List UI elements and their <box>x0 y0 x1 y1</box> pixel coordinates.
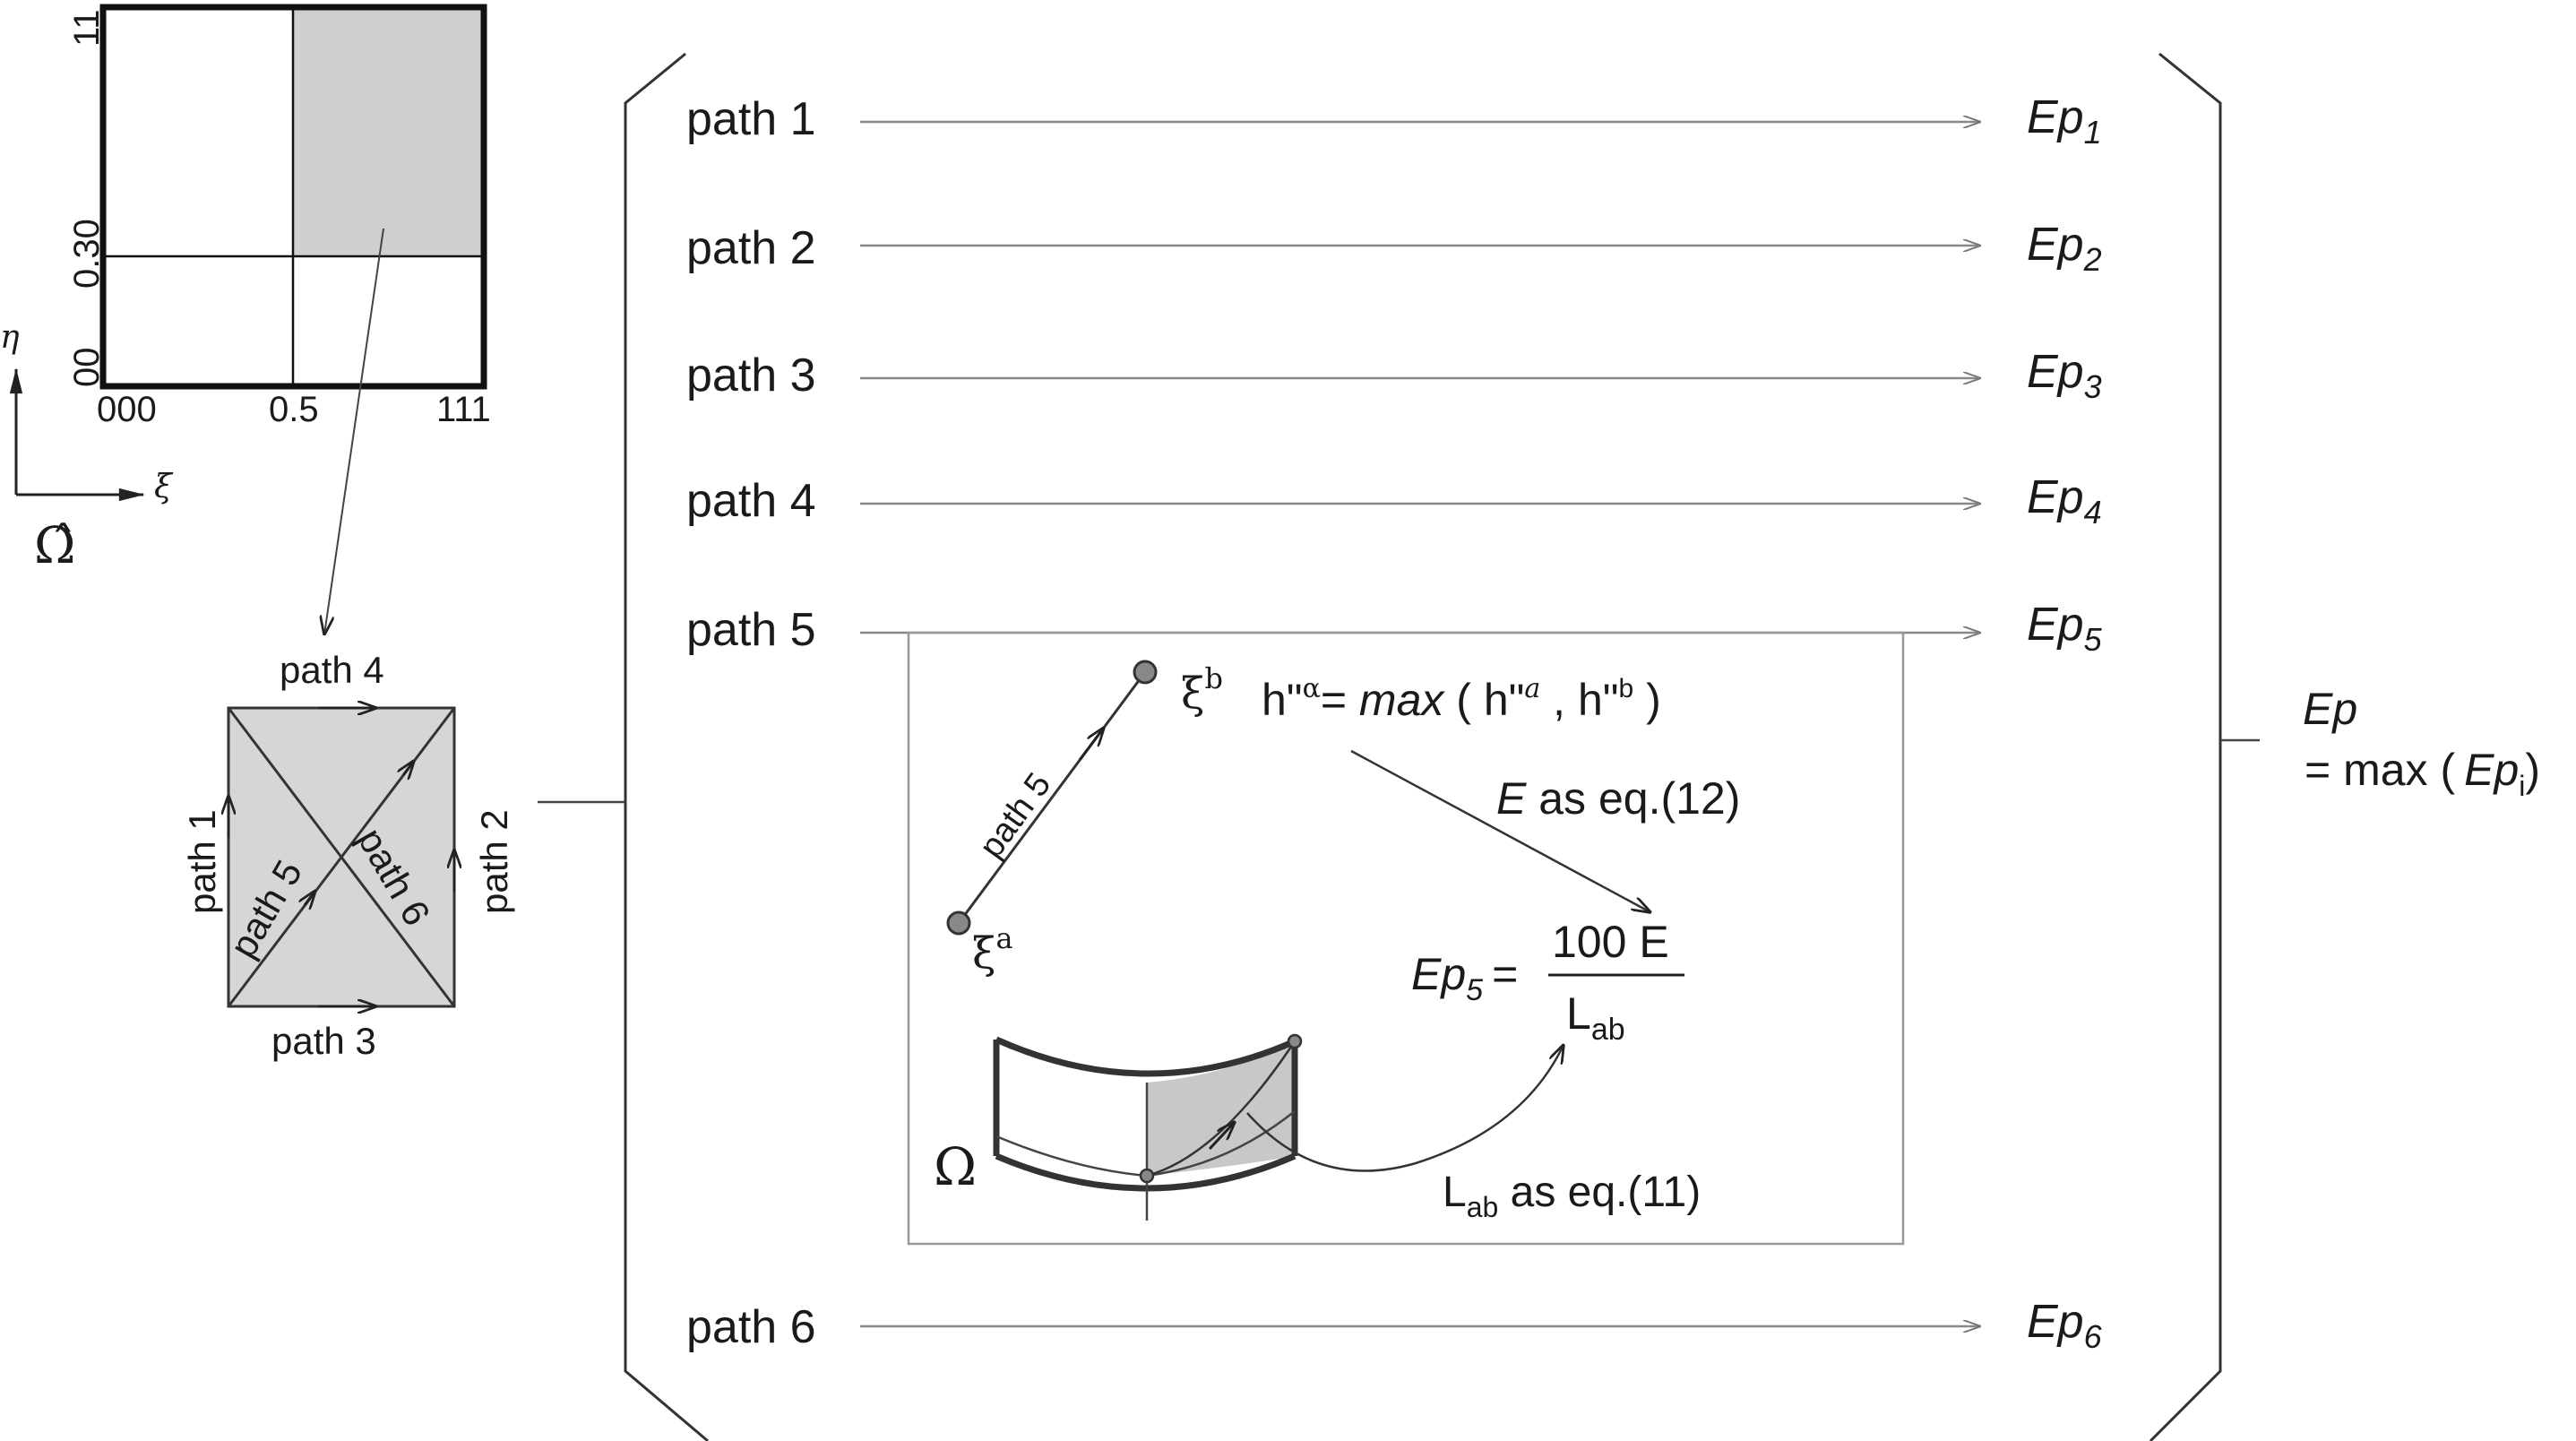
detail-box-border <box>907 631 1905 1246</box>
path-2-label: path 2 <box>473 809 515 914</box>
xi-tick-111: 111 <box>436 390 491 429</box>
surface-point-a <box>1139 1168 1155 1184</box>
path-rows: path 1 Ep1 path 2 Ep2 path 3 Ep3 path 4 … <box>686 91 2103 1355</box>
element-paths-diagram: path 4 path 3 path 1 path 2 path 5 path … <box>181 649 625 1062</box>
eta-tick-030: 0.30 <box>67 219 107 289</box>
ep-1: Ep1 <box>2027 91 2102 151</box>
eta-axis-label: η <box>0 319 20 356</box>
path-3-label: path 3 <box>271 1020 376 1062</box>
parametric-domain: 000 0.5 111 11 0.30 00 η ξ Ω̂ <box>0 4 491 634</box>
result-ep: Ep <box>2303 684 2357 734</box>
xi-b-label: ξb <box>1181 661 1223 719</box>
xi-tick-05: 0.5 <box>269 390 319 429</box>
eta-tick-00: 00 <box>67 348 107 388</box>
path-5-segment-arrow <box>1078 728 1104 761</box>
path-row-1-label: path 1 <box>686 93 816 145</box>
path-row-3-label: path 3 <box>686 349 816 401</box>
path-row-4-label: path 4 <box>686 475 816 527</box>
surface-path-arrow <box>1208 1122 1235 1151</box>
path-5-segment <box>957 671 1147 924</box>
e-eq12-label: E as eq.(12) <box>1496 773 1740 824</box>
ep5-numerator: 100 E <box>1552 917 1669 967</box>
lab-eq11-label: Lab as eq.(11) <box>1443 1169 1701 1223</box>
result-formula: Ep = max (Epi) <box>2303 684 2540 802</box>
lab-to-denominator-arrow <box>1246 1045 1564 1172</box>
ep-2: Ep2 <box>2027 219 2102 278</box>
ep5-denominator: Lab <box>1566 988 1625 1047</box>
ep-5: Ep5 <box>2027 599 2103 658</box>
point-xi-a <box>946 910 971 936</box>
path-row-2-label: path 2 <box>686 222 816 274</box>
path-1-label: path 1 <box>181 809 223 914</box>
path-5-direction-arrow-upper <box>403 761 414 775</box>
path-5-detail-box: ξb ξa path 5 h"α= max ( h"a , h"b ) E as… <box>907 631 1905 1246</box>
xi-a-label: ξa <box>972 921 1013 979</box>
point-xi-b <box>1133 660 1158 685</box>
detail-path-5-label: path 5 <box>972 766 1058 865</box>
h-max-formula: h"α= max ( h"a , h"b ) <box>1262 673 1661 725</box>
path-row-5-label: path 5 <box>686 604 816 656</box>
h-to-ep-arrow <box>1350 749 1650 912</box>
right-brace <box>2149 52 2222 1441</box>
surface-point-b <box>1287 1033 1303 1049</box>
ep-3: Ep3 <box>2027 346 2102 405</box>
ep5-formula-lhs: Ep5= <box>1411 949 1518 1007</box>
result-max: = max (Epi) <box>2305 745 2540 802</box>
omega-symbol: Ω <box>934 1136 977 1197</box>
surface-shaded-patch <box>1147 1041 1295 1176</box>
xi-tick-000: 000 <box>97 390 157 429</box>
path-4-label: path 4 <box>280 649 384 691</box>
omega-hat-symbol: Ω̂ <box>34 517 75 575</box>
ep-4: Ep4 <box>2027 471 2102 531</box>
diagonal-path-6 <box>227 707 456 1007</box>
path-row-6-label: path 6 <box>686 1301 816 1353</box>
xi-axis-label: ξ <box>154 469 174 505</box>
shaded-cell <box>293 7 484 256</box>
ep-6: Ep6 <box>2027 1296 2103 1355</box>
left-brace <box>624 52 709 1441</box>
eta-tick-11: 11 <box>67 9 107 47</box>
path-5-direction-arrow <box>305 891 315 905</box>
surface-top-edge <box>995 1036 1297 1077</box>
domain-to-element-arrow <box>324 228 384 634</box>
